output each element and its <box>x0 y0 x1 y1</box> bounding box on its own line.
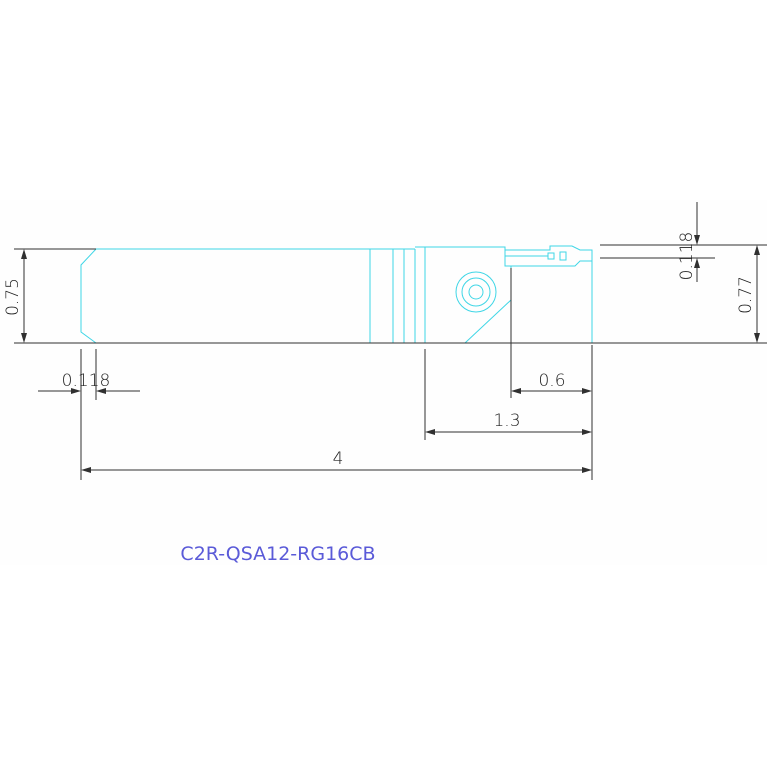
arrow <box>96 388 106 394</box>
head-block <box>415 246 512 344</box>
screw-hex <box>468 284 484 300</box>
arrow <box>754 245 760 255</box>
arrow <box>21 333 27 343</box>
shank-body <box>80 248 415 344</box>
dim-overall-length-label: 4 <box>333 449 344 469</box>
dim-head-length-label: 0.6 <box>538 371 565 391</box>
arrow <box>694 258 700 268</box>
arrow <box>81 467 91 473</box>
dim-height-left-label: 0.75 <box>3 278 23 316</box>
arrow <box>582 388 592 394</box>
arrow <box>754 333 760 343</box>
arrow <box>582 429 592 435</box>
dimension-lines <box>14 202 767 480</box>
drawing-background <box>0 200 767 565</box>
dim-height-right-label: 0.77 <box>736 276 756 314</box>
arrow <box>582 467 592 473</box>
dim-neck-length-label: 1.3 <box>493 411 520 431</box>
arrow <box>71 388 81 394</box>
insert <box>547 251 567 261</box>
dim-offset-right-label: 0.118 <box>677 232 697 281</box>
part-number: C2R-QSA12-RG16CB <box>180 543 375 565</box>
arrow <box>511 388 521 394</box>
arrow <box>425 429 435 435</box>
blade <box>505 245 593 267</box>
arrow <box>21 249 27 259</box>
tool-outline <box>80 245 593 344</box>
screw-outer <box>455 271 497 313</box>
dim-offset-left-label: 0.118 <box>62 371 111 391</box>
screw-inner <box>461 277 491 307</box>
arrow <box>694 235 700 245</box>
